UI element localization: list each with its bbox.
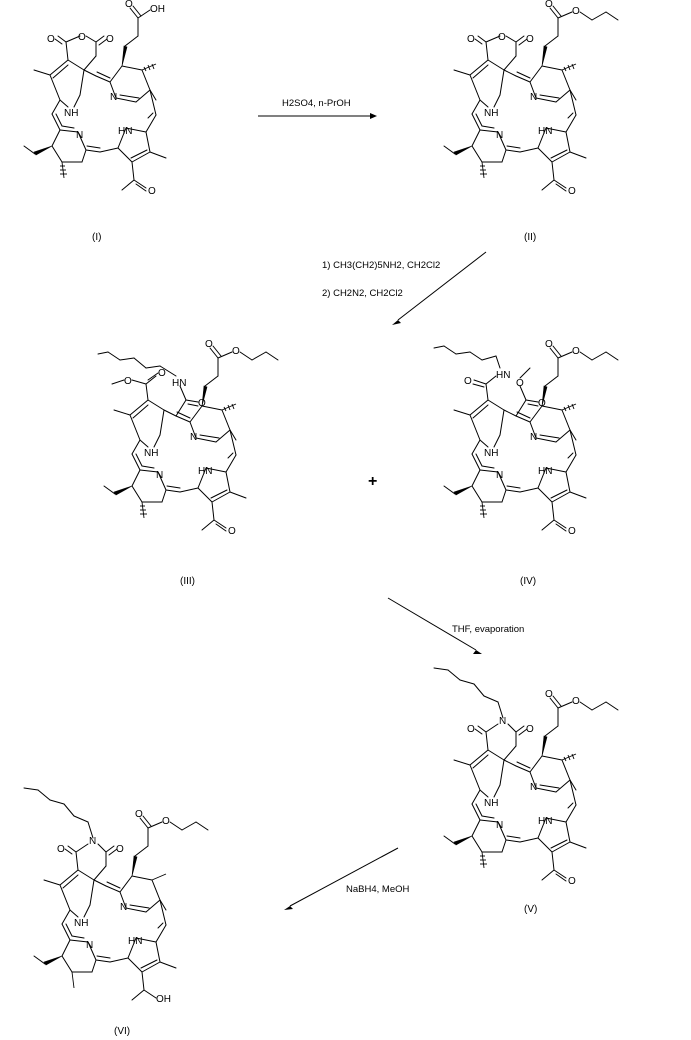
compound-label: (IV) bbox=[520, 576, 536, 587]
atom-label: O bbox=[572, 6, 580, 17]
conditions-text: THF, evaporation bbox=[452, 624, 524, 635]
atom-label: O bbox=[135, 809, 143, 820]
reaction-arrow-step2: 1) CH3(CH2)5NH2, CH2Cl2 2) CH2N2, CH2Cl2 bbox=[322, 251, 487, 325]
atom-label: O bbox=[162, 816, 170, 827]
atom-label: O bbox=[125, 0, 133, 10]
conditions-text: 1) CH3(CH2)5NH2, CH2Cl2 bbox=[322, 260, 440, 271]
atom-label: N bbox=[530, 92, 537, 103]
atom-label: OH bbox=[150, 4, 165, 15]
atom-label: HN bbox=[538, 126, 552, 137]
atom-label: O bbox=[78, 32, 86, 43]
atom-label: O bbox=[158, 368, 166, 379]
atom-label: O bbox=[228, 526, 236, 537]
compound-iii: O O HN O O O NH N HN N O (III) bbox=[97, 339, 279, 587]
compound-vi: OH O O N O O NH N HN N (VI) bbox=[23, 787, 209, 1037]
atom-label: O bbox=[106, 34, 114, 45]
reaction-arrow-step3: THF, evaporation bbox=[387, 597, 524, 654]
reaction-arrow-step1: H2SO4, n-PrOH bbox=[258, 98, 377, 119]
compound-label: (I) bbox=[92, 232, 101, 243]
atom-label: NH bbox=[64, 108, 78, 119]
atom-label: N bbox=[190, 432, 197, 443]
atom-label: O bbox=[124, 376, 132, 387]
atom-label: HN bbox=[538, 816, 552, 827]
atom-label: NH bbox=[484, 798, 498, 809]
atom-label: O bbox=[232, 346, 240, 357]
atom-label: NH bbox=[484, 448, 498, 459]
atom-label: HN bbox=[496, 370, 510, 381]
conditions-text: NaBH4, MeOH bbox=[346, 884, 409, 895]
atom-label: N bbox=[89, 836, 96, 847]
atom-label: O bbox=[572, 696, 580, 707]
compound-iv: HN O O O O O NH N HN N O (IV) bbox=[433, 339, 619, 587]
compound-label: (II) bbox=[524, 232, 536, 243]
compound-i: OH O O O O NH N HN N O (I) bbox=[23, 0, 167, 243]
atom-label: O bbox=[57, 844, 65, 855]
atom-label: N bbox=[530, 432, 537, 443]
atom-label: N bbox=[499, 716, 506, 727]
atom-label: HN bbox=[118, 126, 132, 137]
atom-label: O bbox=[538, 398, 546, 409]
atom-label: O bbox=[545, 339, 553, 350]
atom-label: O bbox=[205, 339, 213, 350]
conditions-text: 2) CH2N2, CH2Cl2 bbox=[322, 288, 403, 299]
atom-label: O bbox=[572, 346, 580, 357]
atom-label: NH bbox=[144, 448, 158, 459]
atom-label: HN bbox=[172, 378, 186, 389]
atom-label: N bbox=[496, 130, 503, 141]
plus-sign: + bbox=[368, 473, 377, 490]
atom-label: N bbox=[86, 940, 93, 951]
atom-label: O bbox=[526, 724, 534, 735]
atom-label: O bbox=[568, 526, 576, 537]
atom-label: O bbox=[467, 724, 475, 735]
atom-label: HN bbox=[538, 466, 552, 477]
atom-label: O bbox=[198, 398, 206, 409]
conditions-text: H2SO4, n-PrOH bbox=[282, 98, 351, 109]
atom-label: HN bbox=[198, 466, 212, 477]
atom-label: N bbox=[496, 470, 503, 481]
atom-label: O bbox=[568, 186, 576, 197]
reaction-arrow-step4: NaBH4, MeOH bbox=[284, 847, 409, 910]
atom-label: N bbox=[530, 782, 537, 793]
atom-label: N bbox=[120, 902, 127, 913]
atom-label: N bbox=[76, 130, 83, 141]
compound-ii: O O O O O NH N HN N O (II) bbox=[443, 0, 619, 243]
atom-label: O bbox=[467, 34, 475, 45]
compound-label: (III) bbox=[180, 576, 195, 587]
atom-label: O bbox=[516, 378, 524, 389]
atom-label: NH bbox=[484, 108, 498, 119]
atom-label: N bbox=[156, 470, 163, 481]
atom-label: N bbox=[110, 92, 117, 103]
atom-label: O bbox=[148, 186, 156, 197]
compound-v: O O N O O NH N HN N O (V) bbox=[433, 667, 619, 915]
atom-label: O bbox=[545, 689, 553, 700]
atom-label: O bbox=[526, 34, 534, 45]
atom-label: O bbox=[47, 34, 55, 45]
atom-label: NH bbox=[74, 918, 88, 929]
atom-label: HN bbox=[128, 936, 142, 947]
compound-label: (V) bbox=[524, 904, 537, 915]
atom-label: N bbox=[496, 820, 503, 831]
atom-label: O bbox=[464, 376, 472, 387]
atom-label: O bbox=[545, 0, 553, 10]
atom-label: O bbox=[568, 876, 576, 887]
compound-label: (VI) bbox=[114, 1026, 130, 1037]
atom-label: OH bbox=[156, 994, 171, 1005]
atom-label: O bbox=[498, 32, 506, 43]
atom-label: O bbox=[116, 844, 124, 855]
